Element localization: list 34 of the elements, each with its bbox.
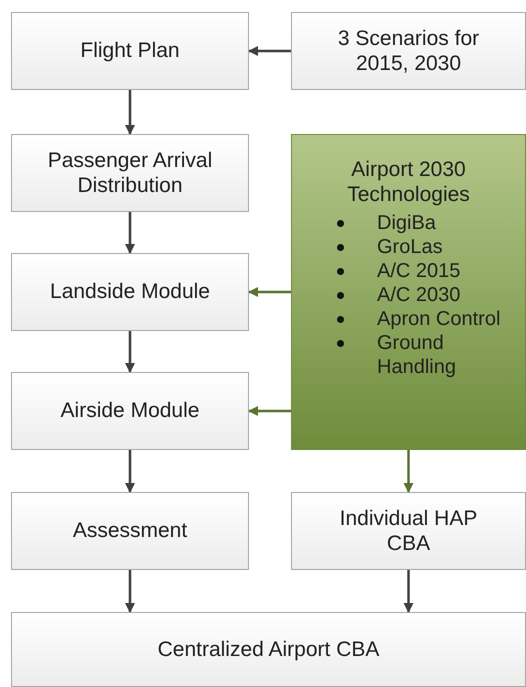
process-box bbox=[11, 492, 249, 570]
arrow bbox=[248, 46, 291, 56]
arrow bbox=[248, 406, 291, 416]
process-box bbox=[11, 612, 526, 687]
process-box bbox=[11, 12, 249, 90]
list-item: GroLas bbox=[377, 235, 443, 260]
arrow bbox=[125, 212, 135, 254]
box-label: Assessment bbox=[72, 518, 188, 544]
technology-box bbox=[291, 134, 526, 450]
box-label: Passenger Arrival Distribution bbox=[46, 148, 214, 198]
arrow bbox=[125, 331, 135, 373]
list-item: Apron Control bbox=[377, 307, 500, 332]
process-box bbox=[11, 253, 249, 331]
arrow bbox=[125, 570, 135, 613]
arrow bbox=[404, 570, 414, 613]
process-box bbox=[11, 372, 249, 450]
process-box bbox=[11, 134, 249, 212]
box-label: Centralized Airport CBA bbox=[156, 636, 380, 662]
list-item: Ground Handling bbox=[377, 331, 457, 380]
arrow bbox=[404, 450, 414, 493]
process-box bbox=[291, 12, 526, 90]
process-box bbox=[291, 492, 526, 570]
list-item: A/C 2030 bbox=[377, 283, 460, 308]
arrow bbox=[125, 90, 135, 135]
box-label: Airside Module bbox=[60, 398, 200, 424]
list-item: A/C 2015 bbox=[377, 259, 460, 284]
arrow bbox=[248, 287, 291, 297]
box-label: Landside Module bbox=[49, 279, 211, 305]
box-heading: Airport 2030 Technologies bbox=[346, 157, 471, 208]
list-item: DigiBa bbox=[377, 211, 436, 236]
box-label: 3 Scenarios for 2015, 2030 bbox=[336, 26, 480, 76]
box-label: Flight Plan bbox=[79, 38, 181, 64]
arrow bbox=[125, 450, 135, 493]
box-label: Individual HAP CBA bbox=[338, 506, 478, 556]
